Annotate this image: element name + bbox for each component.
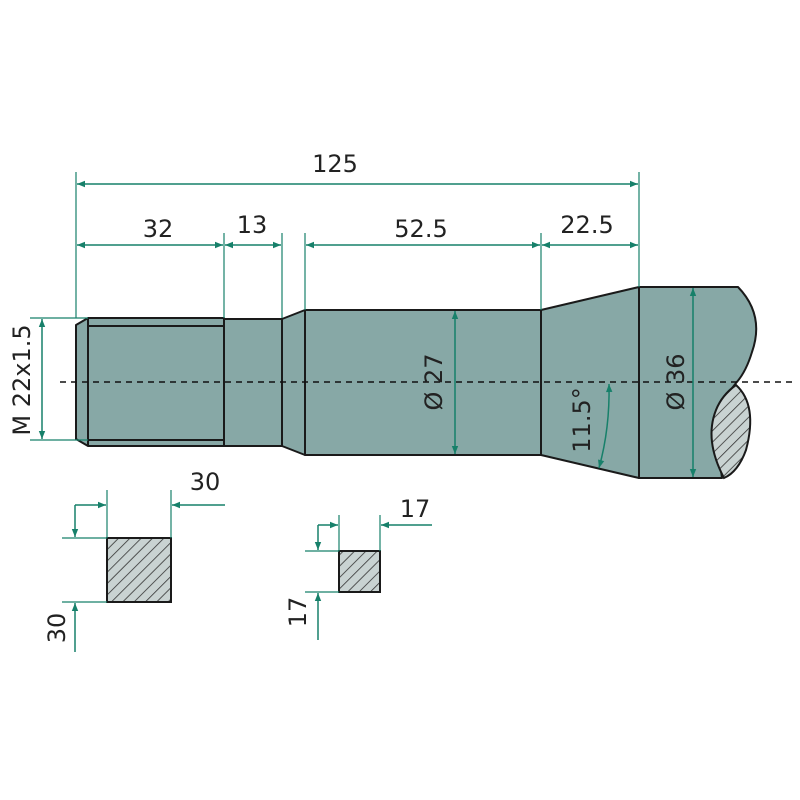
section-17-height-label: 17 xyxy=(284,597,312,628)
dim-d36-label: Ø 36 xyxy=(662,353,690,410)
dim-13-label: 13 xyxy=(237,211,268,239)
section-30-width-label: 30 xyxy=(190,468,221,496)
section-17-width-label: 17 xyxy=(400,495,431,523)
dim-d27-label: Ø 27 xyxy=(420,353,448,410)
dim-angle-arc xyxy=(598,383,613,469)
dim-52-5-label: 52.5 xyxy=(394,215,447,243)
dim-32-label: 32 xyxy=(143,215,174,243)
section-17x17: 17 17 xyxy=(284,495,432,640)
broken-section-hatch xyxy=(710,383,752,480)
dim-22-5-label: 22.5 xyxy=(560,211,613,239)
extension-lines xyxy=(30,172,640,441)
dim-125-label: 125 xyxy=(312,150,358,178)
dim-angle-label: 11.5° xyxy=(568,387,596,452)
section-30x30: 30 30 xyxy=(43,468,225,652)
section-30-height-label: 30 xyxy=(43,613,71,644)
dim-thread-label: M 22x1.5 xyxy=(8,324,36,435)
pin-body xyxy=(75,286,758,480)
